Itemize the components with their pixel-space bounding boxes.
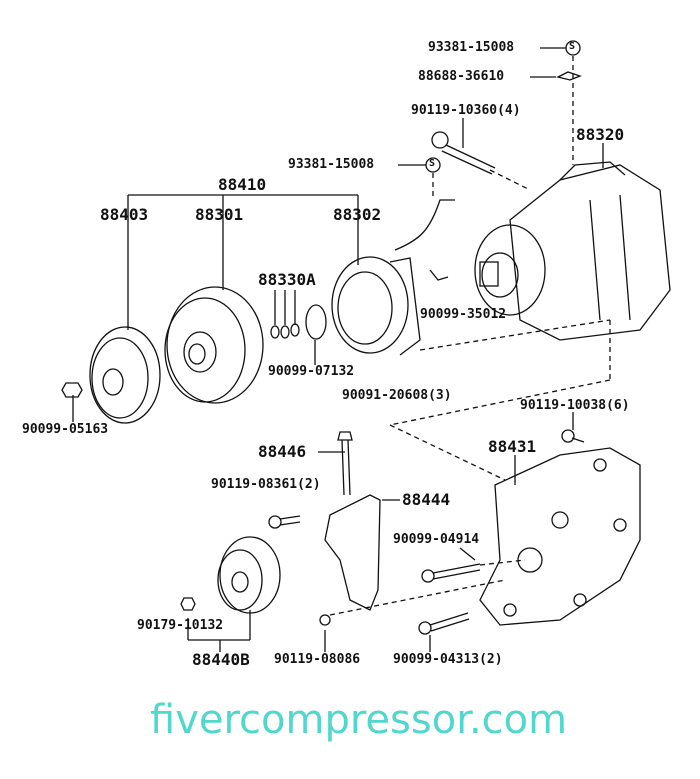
part-label: 88302 — [333, 205, 382, 224]
leader-lines — [72, 47, 604, 652]
part-label: 90091-20608(3) — [342, 388, 452, 403]
bracket-88444 — [324, 494, 381, 611]
bolt-90119-08361 — [268, 515, 301, 529]
part-label: 88330A — [258, 270, 316, 289]
s-symbol-label: S — [429, 158, 436, 169]
bolt-90119-10360 — [431, 131, 496, 175]
nut-90179-10132 — [180, 597, 196, 611]
nut-90099-05163 — [61, 382, 83, 398]
part-label: 88403 — [100, 205, 149, 224]
compressor-88320 — [474, 161, 671, 341]
field-coil-88302 — [331, 256, 421, 356]
bolt-90099-04313 — [418, 612, 470, 635]
part-label: 90099-04313(2) — [393, 652, 503, 667]
part-label: 88431 — [488, 437, 537, 456]
watermark: fivercompressor.com — [150, 697, 568, 743]
bolt-90119-10038 — [561, 429, 585, 443]
part-label: 88440B — [192, 650, 250, 669]
part-label: 90099-04914 — [393, 532, 480, 547]
bolt-88446 — [337, 431, 353, 496]
part-label: 88688-36610 — [418, 69, 505, 84]
bracket-88431 — [479, 447, 641, 626]
s-symbol-icon — [425, 157, 441, 173]
part-label: 93381-15008 — [288, 157, 375, 172]
part-label: 88410 — [218, 175, 267, 194]
part-label: 88301 — [195, 205, 244, 224]
part-label: 90119-08361(2) — [211, 477, 321, 492]
part-label: 90099-07132 — [268, 364, 355, 379]
idler-pulley-88440B — [217, 536, 281, 614]
clip-icon — [556, 71, 582, 81]
part-label: 88320 — [576, 125, 625, 144]
clutch-hub-88403 — [89, 326, 161, 424]
bolt-90119-08086 — [319, 614, 331, 626]
part-label: 93381-15008 — [428, 40, 515, 55]
sensor-wire — [394, 199, 455, 251]
part-label: 90119-08086 — [274, 652, 361, 667]
bolt-90099-04914 — [421, 563, 481, 583]
sensor-screw — [429, 269, 449, 281]
s-symbol-icon — [565, 40, 581, 56]
part-label: 90099-35012 — [420, 307, 507, 322]
snap-ring-90099-07132 — [305, 304, 327, 340]
part-label: 90179-10132 — [137, 618, 224, 633]
s-symbol-label: S — [569, 41, 576, 52]
part-label: 90119-10360(4) — [411, 103, 521, 118]
part-label: 88446 — [258, 442, 307, 461]
pulley-88301 — [164, 286, 264, 404]
part-label: 90119-10038(6) — [520, 398, 630, 413]
shims-88330A — [270, 323, 300, 339]
part-label: 88444 — [402, 490, 451, 509]
part-label: 90099-05163 — [22, 422, 109, 437]
